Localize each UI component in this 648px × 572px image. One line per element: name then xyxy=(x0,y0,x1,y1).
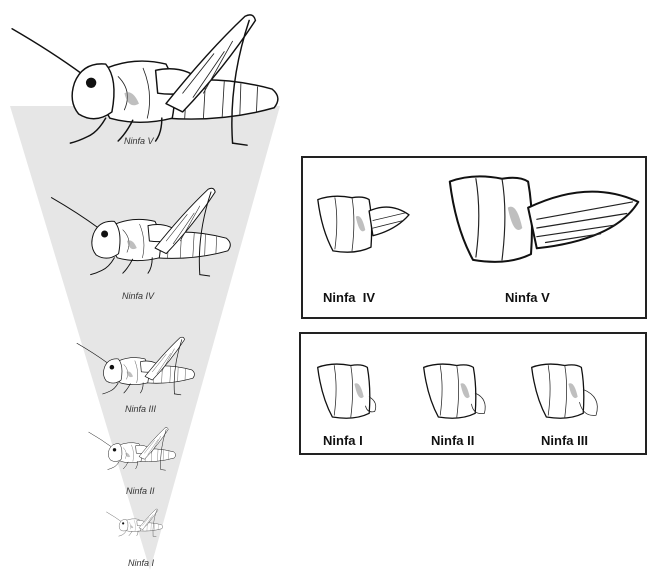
pyramid-label-ninfa-ii: Ninfa II xyxy=(126,486,155,496)
panel-bottom: Ninfa I Ninfa II Ninfa III xyxy=(300,333,646,454)
stage-wedge xyxy=(10,106,280,570)
pyramid-label-ninfa-iii: Ninfa III xyxy=(125,404,157,414)
panel-top-label-ninfa-v: Ninfa V xyxy=(505,290,550,305)
panel-bottom-label-ninfa-i: Ninfa I xyxy=(323,433,363,448)
panel-top: Ninfa IV Ninfa V xyxy=(302,157,646,318)
panel-bottom-label-ninfa-iii: Ninfa III xyxy=(541,433,588,448)
pyramid-label-ninfa-i: Ninfa I xyxy=(128,558,155,568)
pyramid-label-ninfa-iv: Ninfa IV xyxy=(122,291,155,301)
panel-top-label-ninfa-iv: Ninfa IV xyxy=(323,290,375,305)
panel-bottom-label-ninfa-ii: Ninfa II xyxy=(431,433,474,448)
pyramid-label-ninfa-v: Ninfa V xyxy=(124,136,155,146)
